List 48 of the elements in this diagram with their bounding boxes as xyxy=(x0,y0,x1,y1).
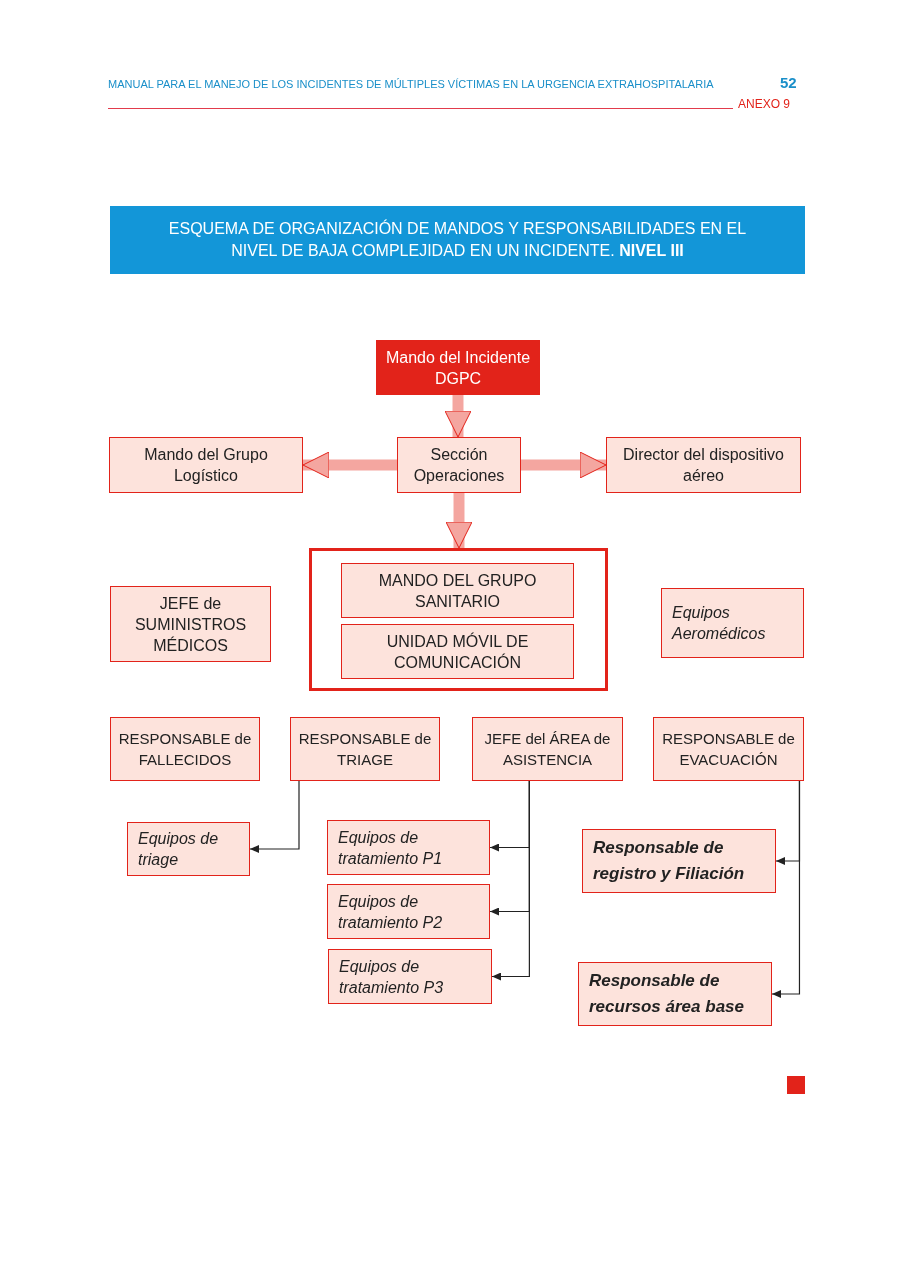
org-box xyxy=(341,563,574,618)
title-banner: ESQUEMA DE ORGANIZACIÓN DE MANDOS Y RESPONSABILIDADES EN EL NIVEL DE BAJA COMPLEJIDAD EN UN INCIDENTE. NIVEL III xyxy=(110,206,805,274)
arrow xyxy=(771,780,801,998)
arrow xyxy=(249,780,300,853)
box-text: Mando del Incidente DGPC xyxy=(384,347,532,389)
block-arrow xyxy=(444,395,472,438)
org-box xyxy=(127,822,250,876)
box-text: Equipos de tratamiento P3 xyxy=(339,956,445,998)
org-box xyxy=(653,717,804,781)
box-text: RESPONSABLE de FALLECIDOS xyxy=(117,729,253,770)
box-text: JEFE del ÁREA de ASISTENCIA xyxy=(483,729,612,770)
org-box xyxy=(328,949,492,1004)
header-text: MANUAL PARA EL MANEJO DE LOS INCIDENTES DE MÚLTIPLES VÍCTIMAS EN LA URGENCIA EXTRAHOSPITALARIA xyxy=(108,78,714,90)
org-box xyxy=(661,588,804,658)
box-text: RESPONSABLE de TRIAGE xyxy=(297,729,433,770)
box-text: MANDO DEL GRUPO SANITARIO xyxy=(377,570,538,612)
org-box xyxy=(376,340,540,395)
box-text: JEFE de SUMINISTROS MÉDICOS xyxy=(133,593,248,656)
block-arrow xyxy=(521,451,607,479)
org-box xyxy=(582,829,776,893)
box-text: Equipos de triage xyxy=(138,829,220,870)
block-arrow xyxy=(445,493,473,549)
org-box xyxy=(109,437,303,493)
box-frame xyxy=(309,548,608,691)
box-text: Sección Operaciones xyxy=(412,445,506,486)
org-box xyxy=(578,962,772,1026)
arrow xyxy=(491,780,530,981)
box-text: Equipos de tratamiento P1 xyxy=(338,827,444,869)
org-box xyxy=(110,717,260,781)
org-box xyxy=(110,586,271,662)
box-text: RESPONSABLE de EVACUACIÓN xyxy=(661,729,796,770)
box-text: Responsable de registro y Filiación xyxy=(593,837,746,885)
box-text: Equipos Aeromédicos xyxy=(672,603,767,644)
annex-label: ANEXO 9 xyxy=(738,97,791,111)
box-text: Equipos de tratamiento P2 xyxy=(338,891,444,933)
org-box xyxy=(327,884,490,939)
box-text: Mando del Grupo Logístico xyxy=(143,445,269,486)
page-number: 52 xyxy=(780,74,797,91)
box-text: UNIDAD MÓVIL DE COMUNICACIÓN xyxy=(385,631,530,673)
org-box xyxy=(290,717,440,781)
org-box xyxy=(397,437,521,493)
box-text: Responsable de recursos área base xyxy=(589,970,745,1018)
box-text: Director del dispositivo aéreo xyxy=(622,445,785,486)
block-arrow xyxy=(302,451,397,479)
org-box xyxy=(341,624,574,679)
org-box xyxy=(606,437,801,493)
org-box xyxy=(327,820,490,875)
org-box xyxy=(472,717,623,781)
